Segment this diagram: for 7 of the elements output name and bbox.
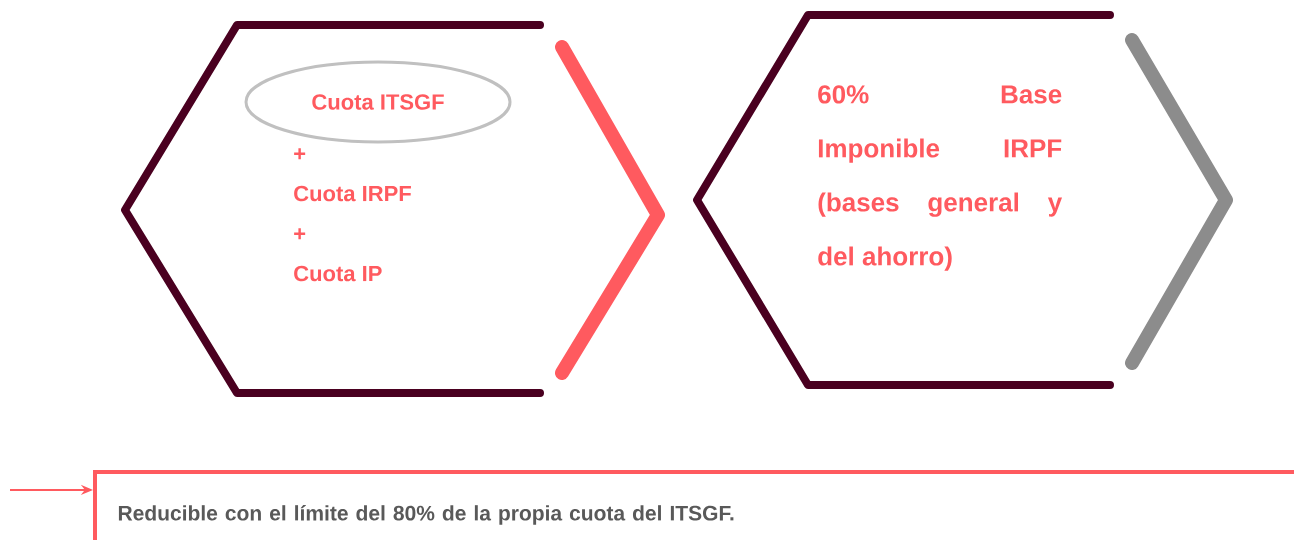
node-text: 60% Base Imponible IRPF (bases general y del ahorro)	[818, 85, 1063, 271]
node-label: +	[294, 228, 306, 240]
node-label: Cuota IRPF	[294, 185, 411, 202]
node-label: Cuota IP	[294, 265, 382, 282]
node-text: + Cuota IRPF + Cuota IP	[294, 148, 411, 282]
node-label: +	[294, 148, 306, 160]
note-box: Reducible con el límite del 80% de la propia cuota del ITSGF.	[93, 470, 1294, 540]
